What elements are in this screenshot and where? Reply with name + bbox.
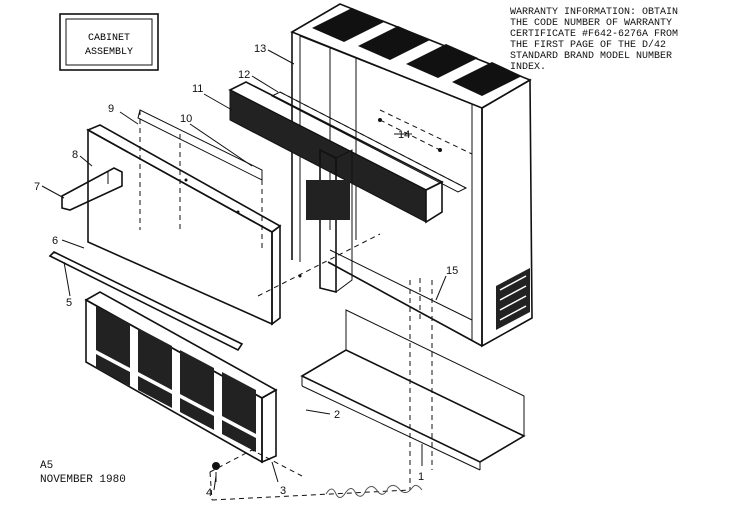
callout-11: 11 (192, 83, 203, 95)
trim-strip (48, 251, 244, 352)
warranty-line-6: INDEX. (510, 62, 546, 73)
callout-8: 8 (72, 149, 78, 161)
warranty-line-5: STANDARD BRAND MODEL NUMBER (510, 51, 672, 62)
callout-13: 13 (254, 43, 266, 55)
callout-10: 10 (180, 113, 192, 125)
leader-lines (41, 49, 447, 491)
callout-7: 7 (34, 181, 40, 193)
inner-panel (137, 109, 263, 250)
base-tray (300, 309, 526, 471)
rear-panel-outline (257, 109, 473, 297)
callout-15: 15 (446, 265, 458, 277)
handwritten-signature (325, 484, 423, 498)
callout-4: 4 (206, 487, 212, 499)
callout-1: 1 (418, 471, 424, 483)
title-line-2: ASSEMBLY (85, 47, 133, 58)
callout-12: 12 (238, 69, 250, 81)
warranty-line-1: WARRANTY INFORMATION: OBTAIN (510, 7, 678, 18)
callout-14: 14 (398, 129, 410, 141)
callout-3: 3 (280, 485, 286, 497)
cabinet-shell (290, 3, 533, 348)
callout-5: 5 (66, 297, 72, 309)
front-grille (84, 291, 278, 464)
warranty-line-3: CERTIFICATE #F642-6276A FROM (510, 29, 678, 40)
callout-9: 9 (108, 103, 114, 115)
footer-info: A5 NOVEMBER 1980 (40, 460, 126, 486)
title-line-1: CABINET (88, 33, 130, 44)
callout-6: 6 (52, 235, 58, 247)
callout-numbers: 1 2 3 4 5 6 7 8 9 10 11 12 13 14 15 (34, 43, 458, 499)
dimension-14 (378, 118, 442, 152)
title-box: CABINET ASSEMBLY (59, 13, 159, 71)
floor-outline (209, 278, 433, 501)
front-panel (86, 124, 302, 326)
callout-2: 2 (334, 409, 340, 421)
heat-exchanger-box (228, 81, 444, 294)
warranty-line-2: THE CODE NUMBER OF WARRANTY (510, 18, 672, 29)
clip-part (61, 167, 123, 211)
warranty-line-4: THE FIRST PAGE OF THE D/42 (510, 39, 666, 51)
footer-date: NOVEMBER 1980 (40, 474, 126, 486)
warranty-note: WARRANTY INFORMATION: OBTAIN THE CODE NU… (510, 7, 678, 73)
footer-code: A5 (40, 460, 53, 472)
top-rail (270, 91, 468, 193)
